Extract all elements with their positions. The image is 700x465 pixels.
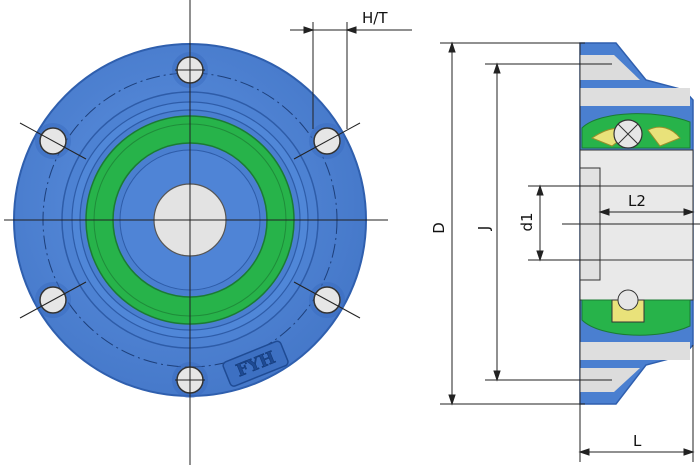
housing-lower-band (580, 342, 690, 360)
dim-label-L: L (633, 432, 642, 450)
flange-top-face (580, 55, 640, 80)
side-section-view (562, 42, 700, 405)
side-dimensions (440, 41, 695, 462)
upper-bearing (581, 113, 691, 149)
lower-bearing (581, 289, 691, 336)
dim-label-J: J (475, 226, 493, 231)
ht-dimension (290, 22, 412, 129)
dim-label-d1: d1 (518, 212, 536, 231)
ht-label: H/T (362, 9, 388, 27)
front-centerlines (4, 0, 388, 465)
dim-label-L2: L2 (628, 192, 646, 210)
dim-label-D: D (430, 222, 448, 234)
housing-upper-band (580, 88, 690, 106)
front-view: H/T FYH (4, 0, 412, 465)
